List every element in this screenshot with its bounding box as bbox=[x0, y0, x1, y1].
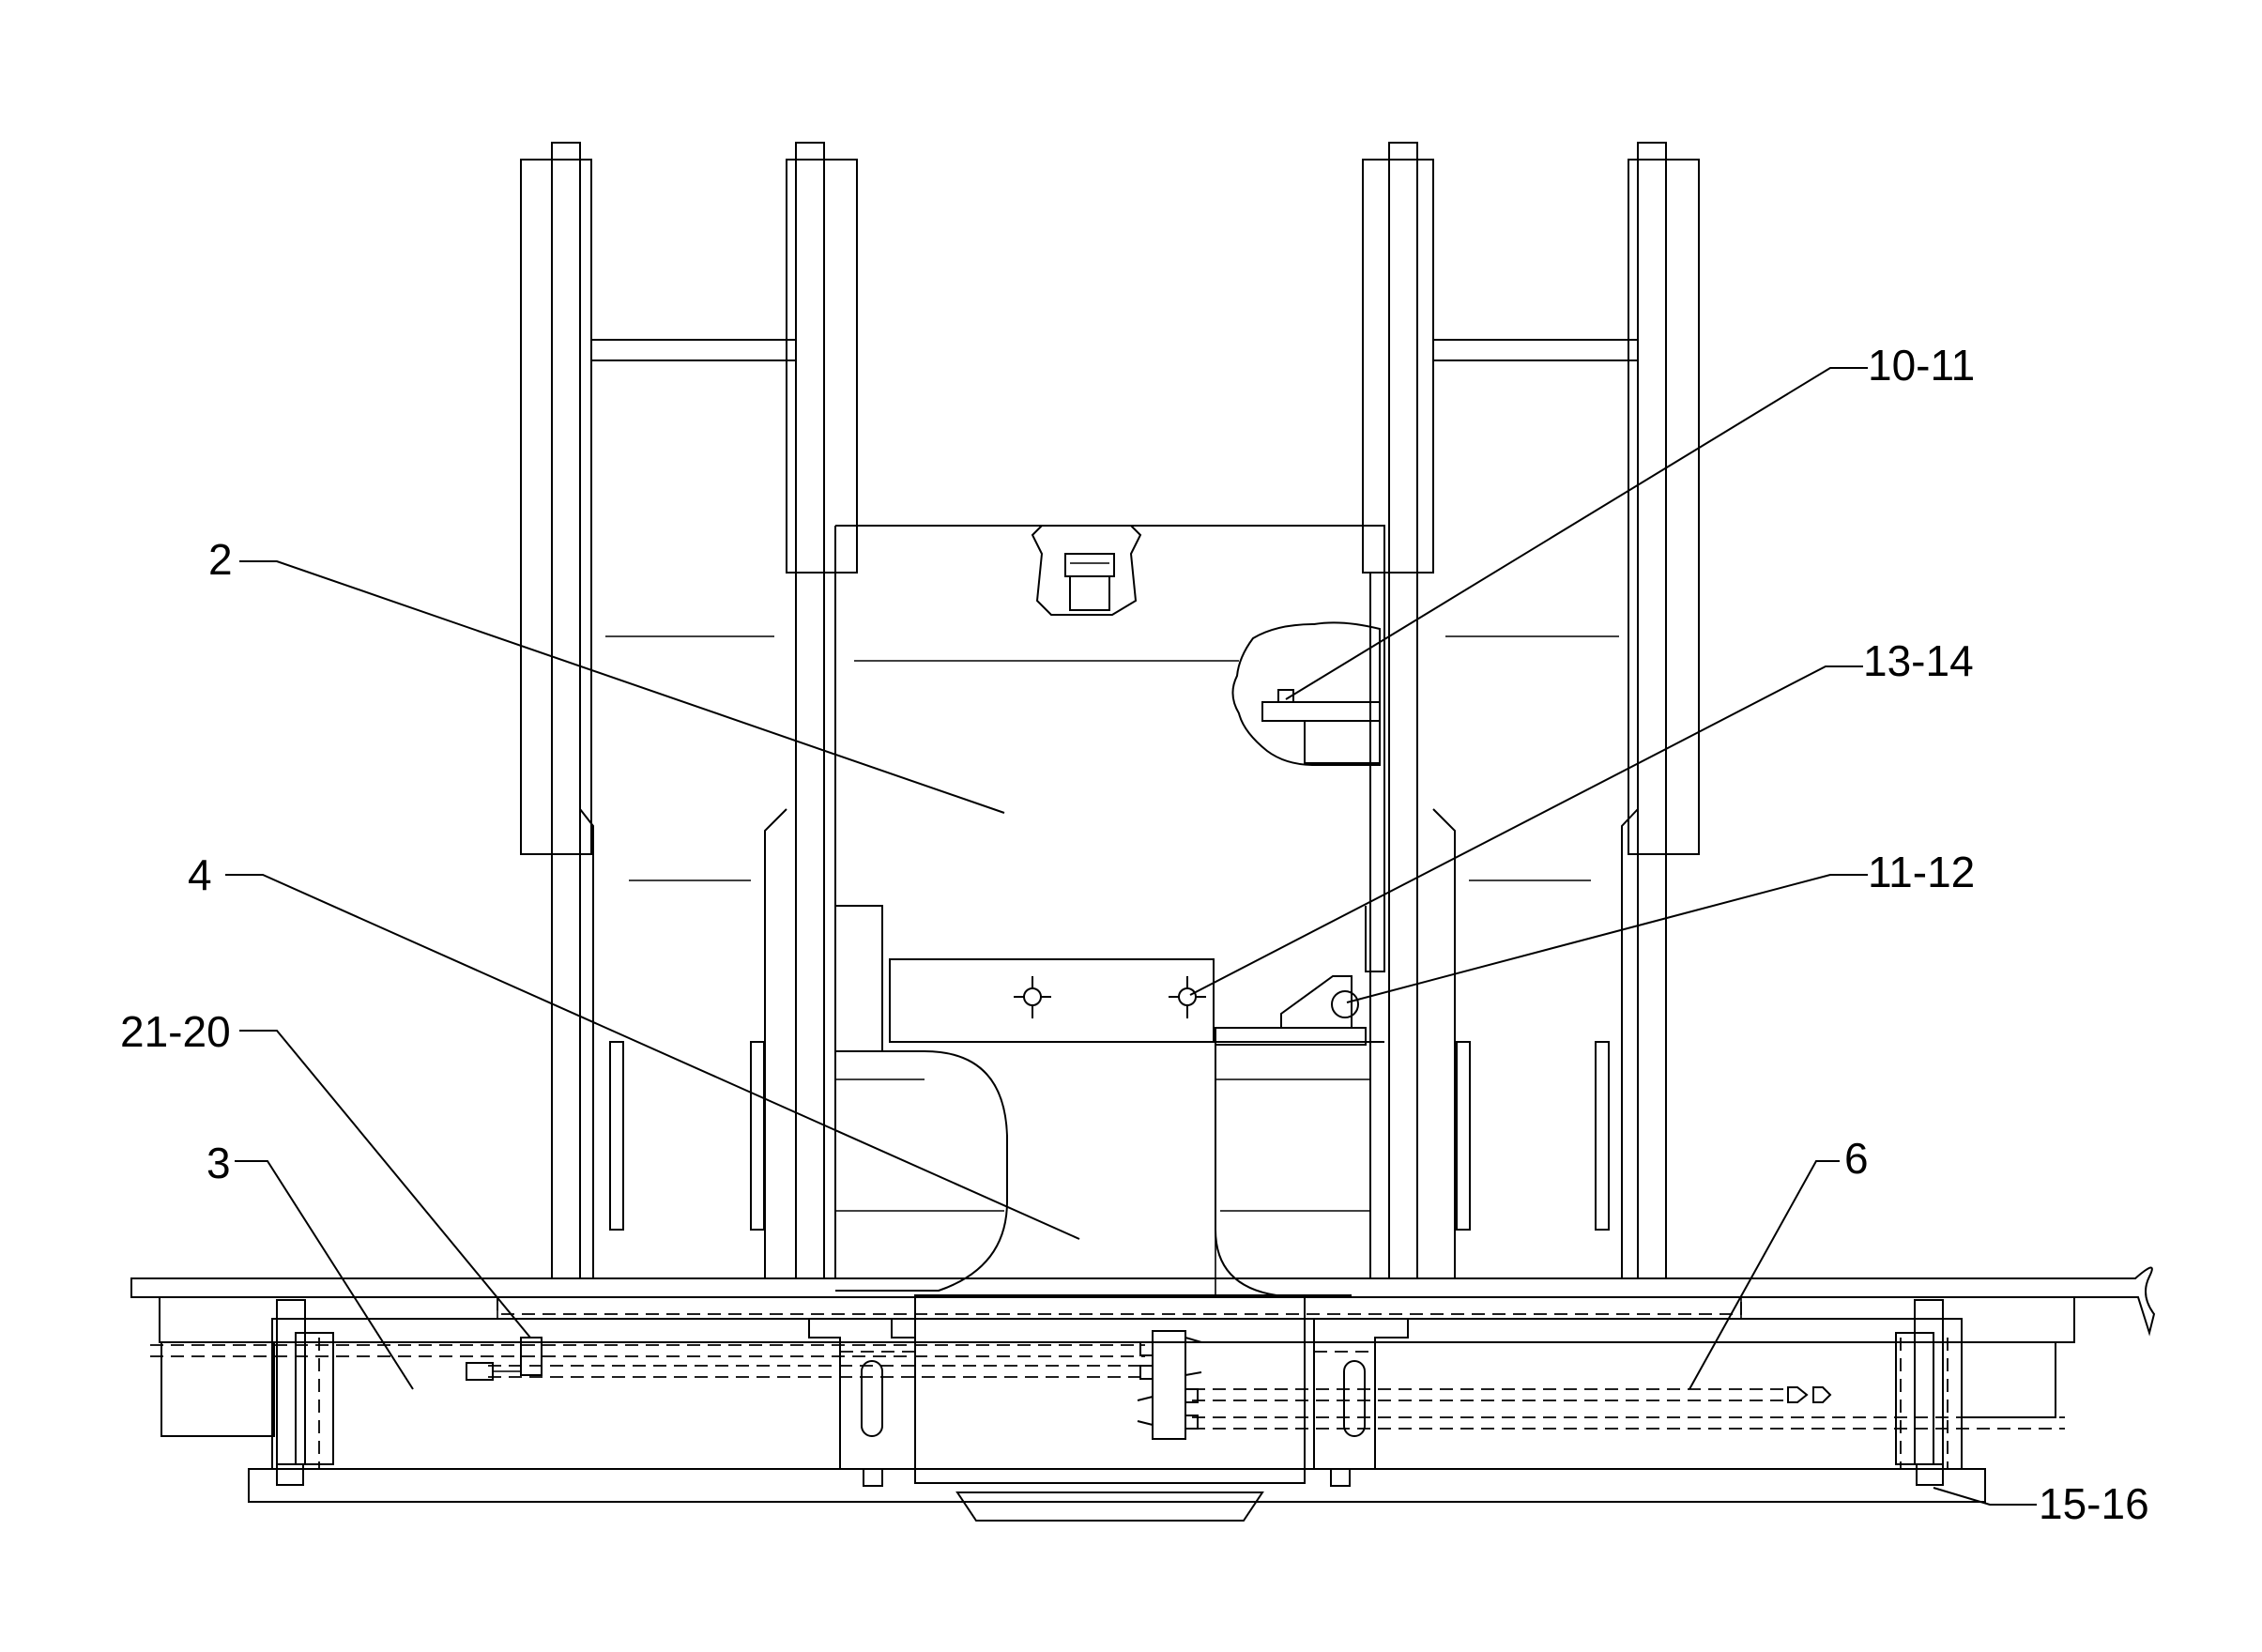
base-box bbox=[159, 1294, 2075, 1522]
slot-clamp-left bbox=[808, 1318, 916, 1487]
label-3: 3 bbox=[206, 1139, 231, 1187]
label-10-11: 10-11 bbox=[1868, 341, 1975, 390]
label-2: 2 bbox=[208, 535, 233, 584]
slot-clamp-right bbox=[1313, 1318, 1409, 1487]
turnbuckle-right bbox=[1787, 1386, 1832, 1403]
leader-lines bbox=[225, 367, 2037, 1506]
reference-labels: 2 4 21-20 3 10-11 13-14 11-12 6 15-16 bbox=[120, 341, 2149, 1528]
label-4: 4 bbox=[188, 850, 212, 899]
frame-column-left-inner bbox=[750, 142, 858, 1279]
hinge-post-left bbox=[276, 1299, 334, 1486]
label-21-20: 21-20 bbox=[120, 1007, 231, 1056]
wing-nut-left bbox=[1014, 976, 1051, 1018]
label-11-12: 11-12 bbox=[1868, 848, 1975, 896]
tie-rods bbox=[150, 1338, 2065, 1469]
frame-column-right-outer bbox=[1595, 142, 1700, 1279]
hinge-post-right bbox=[1895, 1299, 1944, 1486]
frame-column-left-outer bbox=[520, 142, 624, 1279]
label-6: 6 bbox=[1844, 1134, 1869, 1183]
central-housing bbox=[834, 525, 1385, 1051]
label-15-16: 15-16 bbox=[2039, 1479, 2149, 1528]
cross-bars bbox=[590, 339, 1639, 881]
base-plate bbox=[130, 1266, 2156, 1337]
junction-block bbox=[1137, 1330, 1202, 1440]
chute-hopper bbox=[835, 958, 1384, 1296]
label-13-14: 13-14 bbox=[1863, 636, 1974, 685]
wing-nut-right bbox=[1169, 976, 1206, 1018]
turnbuckle-left bbox=[466, 1337, 543, 1381]
